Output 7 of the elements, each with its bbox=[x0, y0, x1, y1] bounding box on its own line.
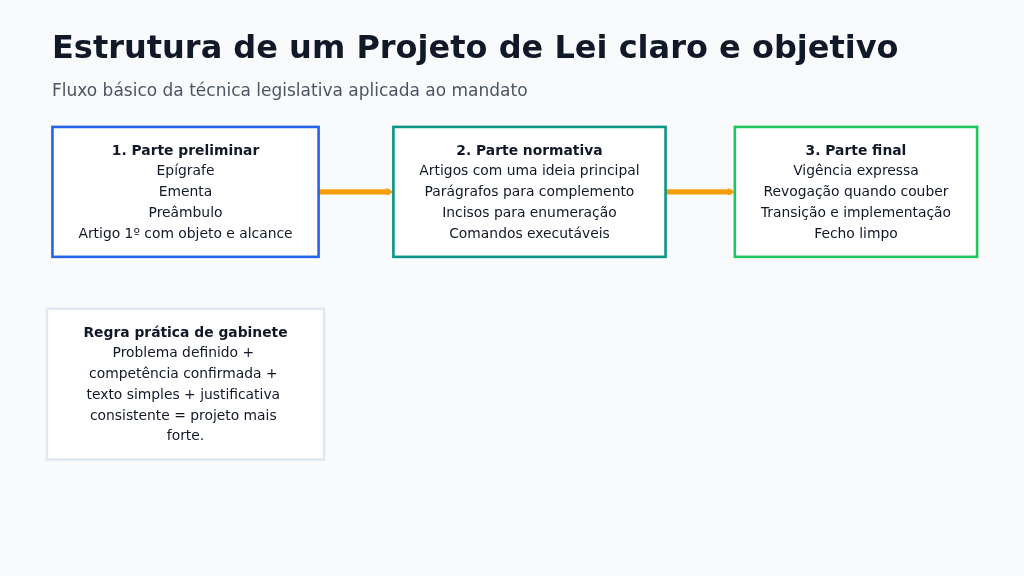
node-box: 1. Parte preliminar Epígrafe Ementa Preâmbulo Artigo 1º com objeto e alcance bbox=[51, 125, 320, 259]
node-box: Regra prática de gabinete Problema definido + competência confirmada + texto simples + justificativa consistente = projeto mais forte. bbox=[45, 307, 326, 461]
node-box: 2. Parte normativa Artigos com uma ideia principal Parágrafos para complemento Incisos para enumeração Comandos executáveis bbox=[392, 125, 667, 259]
arrow bbox=[318, 188, 394, 196]
diagram-title: Estrutura de um Projeto de Lei claro e objetivo bbox=[52, 28, 899, 66]
diagram-subtitle: Fluxo básico da técnica legislativa aplicada ao mandato bbox=[52, 80, 528, 100]
node-box: 3. Parte final Vigência expressa Revogação quando couber Transição e implementação Fecho limpo bbox=[733, 125, 979, 259]
